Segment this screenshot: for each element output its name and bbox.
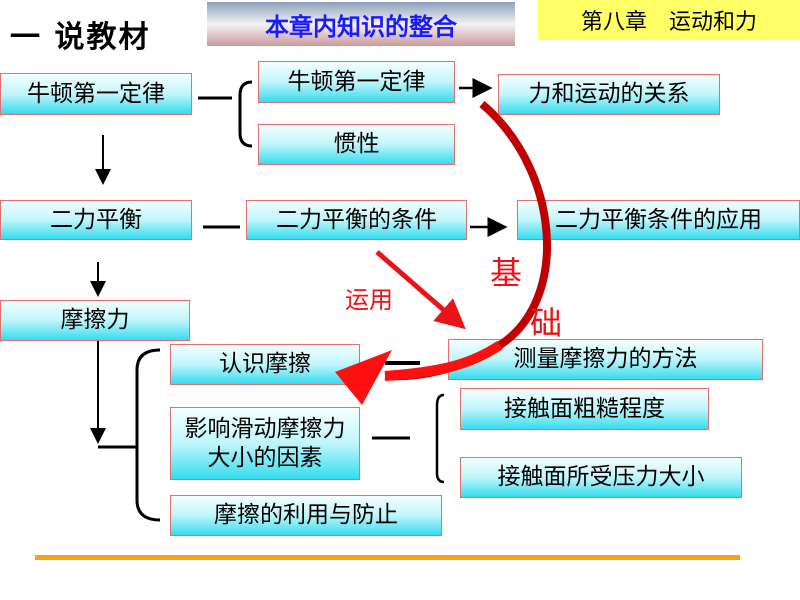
node-measure-friction: 测量摩擦力的方法 xyxy=(448,339,763,380)
node-friction: 摩擦力 xyxy=(0,300,190,341)
basis-label-1: 基 xyxy=(490,254,523,292)
bracket xyxy=(435,393,445,484)
node-balance-app: 二力平衡条件的应用 xyxy=(517,200,800,240)
node-inertia: 惯性 xyxy=(258,124,455,165)
node-force-motion: 力和运动的关系 xyxy=(498,74,720,115)
basis-label-2: 础 xyxy=(530,304,563,342)
node-roughness: 接触面粗糙程度 xyxy=(460,388,709,430)
section-title: 一 说教材 xyxy=(10,20,151,55)
apply-label: 运用 xyxy=(345,286,393,314)
node-newton-law: 牛顿第一定律 xyxy=(258,61,455,103)
divider xyxy=(35,555,740,560)
bracket xyxy=(238,80,253,148)
node-balance: 二力平衡 xyxy=(0,200,192,240)
node-newton-main: 牛顿第一定律 xyxy=(0,73,192,115)
banner-title: 本章内知识的整合 xyxy=(207,2,515,46)
chapter-label: 第八章 运动和力 xyxy=(538,0,800,40)
node-factors: 影响滑动摩擦力大小的因素 xyxy=(170,407,360,480)
node-pressure: 接触面所受压力大小 xyxy=(460,457,742,498)
node-know-friction: 认识摩擦 xyxy=(170,344,360,385)
bracket xyxy=(135,348,161,522)
node-use-prevent: 摩擦的利用与防止 xyxy=(170,495,442,536)
node-balance-cond: 二力平衡的条件 xyxy=(246,200,467,240)
